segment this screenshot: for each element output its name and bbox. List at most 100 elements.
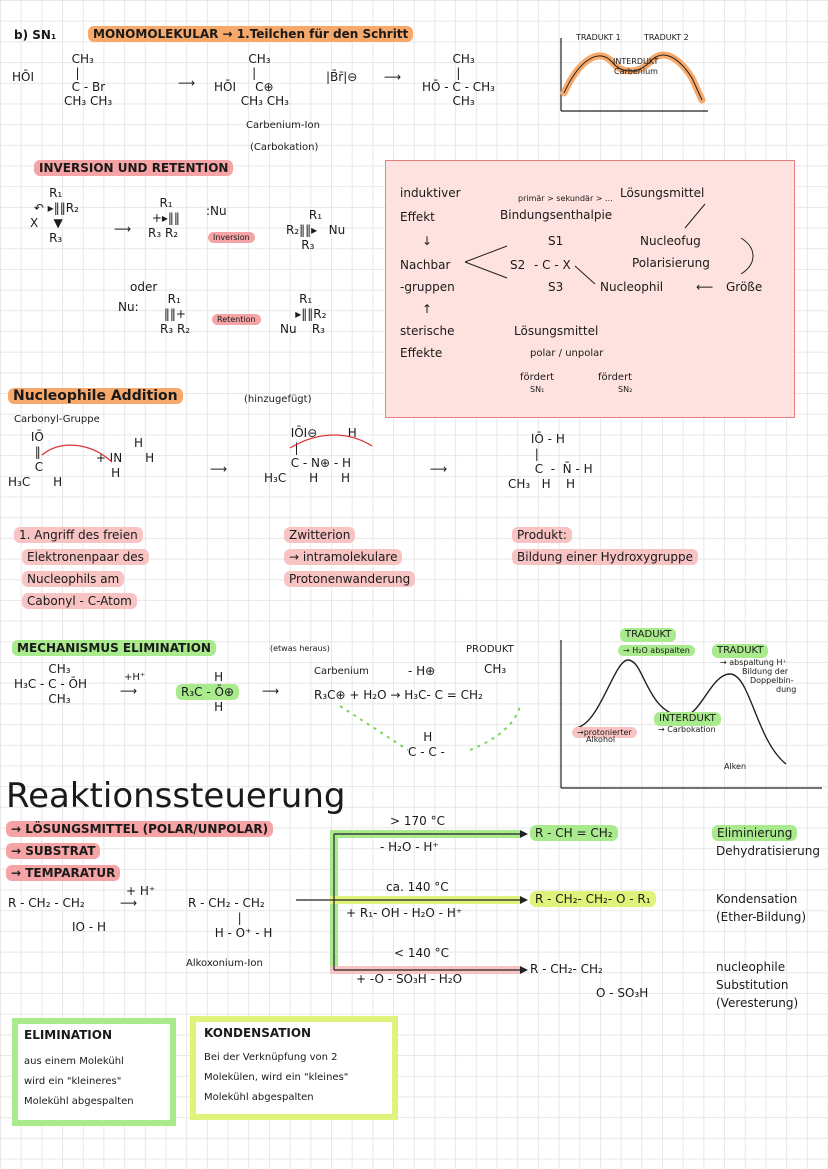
reaktion-item-loesungsmittel: → LÖSUNGSMITTEL (POLAR/UNPOLAR) [6,821,274,837]
elim-graph-abspaltung: → abspaltung H⁺ [720,658,787,667]
prod3: R - CH₂- CH₂ [530,962,603,976]
sn1-title: MONOMOLEKULAR → 1.Teilchen für den Schri… [88,26,414,42]
reaktion-arrow: ⟶ [120,896,138,910]
cond2-reag: + R₁- OH - H₂O - H⁺ [346,906,463,920]
add-zw-l1: Zwitterion [284,527,356,543]
reaktion-alkoxonium-struct: R - CH₂ - CH₂ | H - O⁺ - H [188,896,273,940]
reaktion-item-temparatur: → TEMPARATUR [6,865,121,881]
elim-arrow1: ⟶ [120,684,138,698]
inv-carbocation2: R₁ ‖‖+R₃ R₂ [160,292,191,336]
elim-etwas: (etwas heraus) [270,644,330,653]
factor-polarisierung: Polarisierung [632,256,710,270]
elim-graph-h2o: → H₂O abspalten [618,645,695,656]
add-step1-l1: 1. Angriff des freien [14,527,143,543]
inv-nu: :Nu [206,204,227,218]
factor-center: - C - X [534,258,571,272]
elim-graph-doppel: Doppelbin- [750,676,794,685]
add-step1-l4: Cabonyl - C-Atom [22,593,137,609]
factor-loesungsmittel: Lösungsmittel [514,324,599,338]
carbenium-label: Carbenium-Ion [246,120,320,131]
sn1-graph-interduct: INTERDUKT [613,57,659,66]
factor-s1: S1 [548,234,564,248]
kondensation-def-box [190,1016,398,1120]
elimination-def-box [12,1018,176,1126]
add-arrow2: ⟶ [430,462,448,476]
sn1-intermediate: CH₃ |HŌI C⊕ CH₃ CH₃ [214,52,289,108]
elim-def-l2: wird ein "kleineres" [24,1076,122,1087]
factor-sterische: sterische [400,324,455,338]
elim-minus-h: - H⊕ [408,664,436,678]
add-arrow1: ⟶ [210,462,228,476]
elim-def-l1: aus einem Molekühl [24,1056,124,1067]
elim-graph-traduct2: TRADUKT [712,644,769,658]
elim-graph-alkohol: Alkohol [586,735,616,744]
sn1-graph-traduct2: TRADUKT 2 [644,33,689,42]
factor-effekt: Effekt [400,210,435,224]
cond1-reag: - H₂O - H⁺ [380,840,439,854]
factor-gruppen: -gruppen [400,280,455,294]
factor-nachbar: Nachbar [400,258,451,272]
reaktion-hplus: + H⁺ [126,884,156,898]
factor-arrows [464,203,754,285]
sn1-label: b) SN₁ [14,28,57,42]
elim-def-title: ELIMINATION [24,1028,113,1042]
prod2: R - CH₂- CH₂- O - R₁ [530,891,656,907]
prod1: R - CH = CH₂ [530,825,618,841]
factor-s2: S2 [510,258,526,272]
kond-def-title: KONDENSATION [204,1026,312,1040]
type3b: Substitution [716,978,789,992]
inv-arrow1: ⟶ [114,222,132,236]
sn1-energy-graph [560,38,708,112]
sn1-reactant: HŌI [12,70,35,84]
elim-graph-interduct: INTERDUKT [654,712,721,726]
factor-polar: polar / unpolar [530,348,604,359]
elim-title: MECHANISMUS ELIMINATION [12,640,216,656]
inversion-title: INVERSION UND RETENTION [34,160,234,176]
add-amine: H + IN H H [92,436,155,480]
factor-foerdert2: fördert [598,372,633,383]
factor-s3: S3 [548,280,564,294]
factor-arrow-up: ↑ [422,302,433,316]
addition-carbonyl: Carbonyl-Gruppe [14,414,100,425]
elim-graph-dung: dung [776,685,797,694]
elim-graph-bildung: Bildung der [742,667,789,676]
sn1-graph-traduct1: TRADUKT 1 [576,33,621,42]
sn1-arrow2: ⟶ [384,70,402,84]
inv-inversion-label: Inversion [208,232,255,243]
factor-sn2: SN₂ [618,385,633,394]
inv-nu-attack: Nu: [118,300,139,314]
cond2-temp: ca. 140 °C [386,880,449,894]
reaktion-title: Reaktionssteuerung [6,776,346,816]
add-step1-l3: Nucleophils am [22,571,125,587]
type2a: Kondensation [716,892,798,906]
factor-foerdert1: fördert [520,372,555,383]
elim-def-l3: Molekühl abgespalten [24,1096,134,1107]
reaktion-item-substrat: → SUBSTRAT [6,843,101,859]
addition-title: Nucleophile Addition [8,388,183,404]
elim-graph-alken: Alken [724,762,747,771]
addition-added: (hinzugefügt) [244,394,312,405]
kond-def-l2: Molekülen, wird ein "kleines" [204,1072,349,1083]
type3c: (Veresterung) [716,996,799,1010]
type1b: Dehydratisierung [716,844,821,858]
sn1-bromide: |B̄r̄|⊖ [326,70,358,84]
reaktion-alkoxonium: Alkoxonium-Ion [186,958,263,969]
elim-graph-carbokation: → Carbokation [658,725,716,734]
type3a: nucleophile [716,960,786,974]
carbokation-label: (Carbokation) [250,142,319,153]
elim-hplus: +H⁺ [124,672,146,683]
inv-retention-label: Retention [212,314,261,325]
add-zw-l2: → intramolekulare [284,549,403,565]
add-zw-l3: Protonenwanderung [284,571,416,587]
